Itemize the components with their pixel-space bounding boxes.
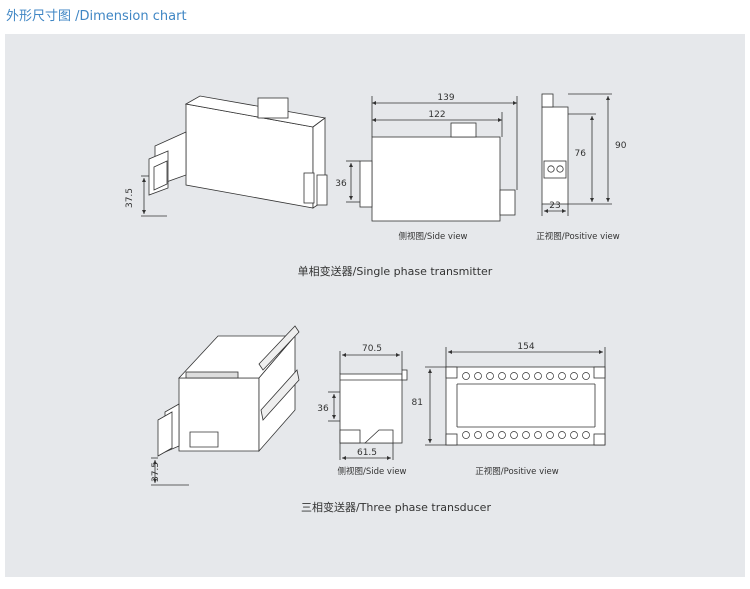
- three-phase-terminal-row-bottom: [462, 431, 590, 439]
- three-phase-front-height-81: 81: [412, 398, 423, 408]
- three-phase-side-view: [328, 351, 408, 460]
- single-phase-front-view: [541, 93, 612, 216]
- single-phase-isometric-view: [141, 95, 328, 217]
- three-phase-isometric-view: [151, 325, 300, 486]
- three-phase-front-view: [425, 347, 606, 446]
- dimension-chart-panel: 37.5 139 122 36 侧视图/Side view 90 76 23: [5, 34, 745, 577]
- single-phase-front-view-caption: 正视图/Positive view: [536, 231, 619, 242]
- single-phase-side-height-36: 36: [335, 179, 347, 189]
- dimension-chart-drawing: 37.5 139 122 36 侧视图/Side view 90 76 23: [125, 93, 627, 514]
- single-phase-side-width-122: 122: [428, 110, 445, 120]
- single-phase-side-width-139: 139: [437, 93, 454, 103]
- single-phase-front-width-23: 23: [549, 201, 560, 211]
- three-phase-front-view-caption: 正视图/Positive view: [475, 466, 558, 477]
- single-phase-front-height-90: 90: [615, 141, 627, 151]
- three-phase-side-width-615: 61.5: [357, 448, 377, 458]
- single-phase-front-height-76: 76: [575, 149, 587, 159]
- three-phase-side-view-caption: 侧视图/Side view: [337, 466, 406, 477]
- single-phase-side-view: [346, 96, 518, 222]
- single-phase-caption: 单相变送器/Single phase transmitter: [298, 264, 493, 278]
- three-phase-front-width-154: 154: [517, 342, 534, 352]
- single-phase-side-view-caption: 侧视图/Side view: [398, 231, 467, 242]
- page-title: 外形尺寸图 /Dimension chart: [6, 9, 187, 24]
- three-phase-side-height-36: 36: [317, 404, 329, 414]
- three-phase-side-width-705: 70.5: [362, 344, 382, 354]
- three-phase-iso-height-label: 37.5: [151, 462, 161, 482]
- three-phase-terminal-row-top: [462, 372, 590, 380]
- three-phase-caption: 三相变送器/Three phase transducer: [301, 500, 491, 514]
- single-phase-iso-height-label: 37.5: [125, 188, 135, 208]
